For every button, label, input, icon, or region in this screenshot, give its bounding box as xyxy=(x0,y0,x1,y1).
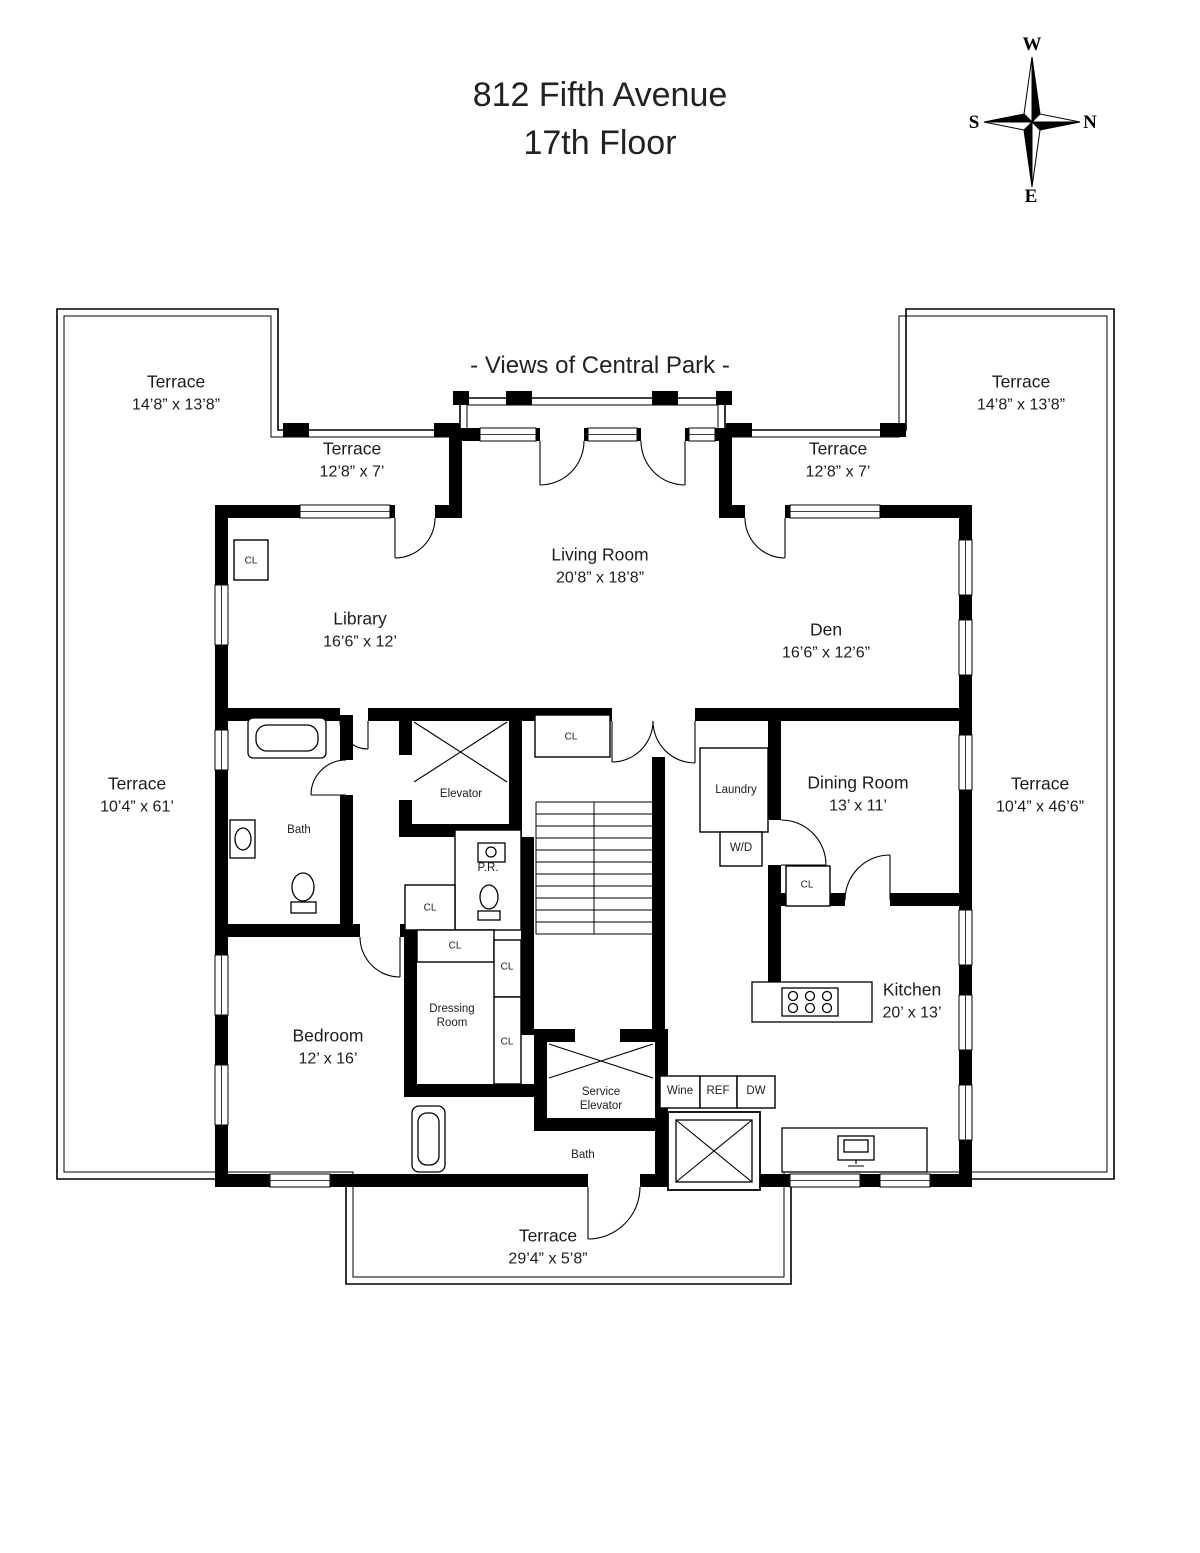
compass-rose-icon: W N S E xyxy=(969,34,1097,207)
service-elevator-shaft xyxy=(548,1043,654,1079)
room-label-bath-1: Bath xyxy=(287,824,311,837)
title-line-1: 812 Fifth Avenue xyxy=(472,76,728,114)
closet-label-powder: CL xyxy=(423,902,437,914)
closet-label-bedroom: CL xyxy=(448,940,462,952)
room-label-laundry: Laundry xyxy=(715,784,757,797)
staircase xyxy=(535,801,652,935)
skylight-box xyxy=(667,1111,761,1191)
room-label-dressing-room: Dressing Room xyxy=(429,1003,475,1029)
compass-east-label: E xyxy=(1025,186,1038,207)
closet-label-library: CL xyxy=(244,555,258,567)
room-label-wine: Wine xyxy=(666,1085,694,1098)
room-label-kitchen: Kitchen 20’ x 13’ xyxy=(882,979,942,1022)
room-label-terrace-center-right: Terrace 12’8” x 7’ xyxy=(805,438,871,481)
compass-south-label: S xyxy=(969,112,980,133)
room-label-terrace-top-right: Terrace 14’8” x 13’8” xyxy=(976,371,1066,414)
room-label-terrace-bottom: Terrace 29’4” x 5’8” xyxy=(508,1225,588,1268)
windows xyxy=(214,427,973,1188)
room-label-service-elevator: Service Elevator xyxy=(577,1086,625,1114)
closet-label-hall: CL xyxy=(564,731,578,743)
room-label-den: Den 16’6” x 12’6” xyxy=(781,619,871,662)
room-label-dishwasher: DW xyxy=(746,1085,766,1098)
door-openings xyxy=(340,428,785,1187)
room-label-living-room: Living Room 20’8” x 18’8” xyxy=(551,544,649,587)
room-label-dining-room: Dining Room 13’ x 11’ xyxy=(807,772,909,815)
compass-west-label: W xyxy=(1023,34,1042,55)
views-banner: - Views of Central Park - xyxy=(470,352,730,379)
closet-label-dressing-1: CL xyxy=(500,961,514,973)
door-swings xyxy=(310,440,891,1240)
room-label-terrace-left: Terrace 10’4” x 61’ xyxy=(100,773,174,816)
room-label-library: Library 16’6” x 12’ xyxy=(323,608,397,651)
closet-label-dining: CL xyxy=(800,879,814,891)
room-label-terrace-right: Terrace 10’4” x 46’6” xyxy=(995,773,1085,816)
kitchen-fixtures xyxy=(751,981,928,1173)
room-label-elevator: Elevator xyxy=(437,788,485,802)
elevator-shaft xyxy=(413,721,508,783)
room-label-refrigerator: REF xyxy=(706,1085,730,1098)
room-label-washer-dryer: W/D xyxy=(729,842,753,855)
room-label-terrace-top-left: Terrace 14’8” x 13’8” xyxy=(131,371,221,414)
bath-fixtures xyxy=(229,717,506,1173)
plan-title: 812 Fifth Avenue 17th Floor xyxy=(473,72,728,167)
room-label-bedroom: Bedroom 12’ x 16’ xyxy=(292,1025,364,1068)
compass-north-label: N xyxy=(1083,112,1097,133)
closet-label-dressing-2: CL xyxy=(500,1036,514,1048)
room-label-bath-2: Bath xyxy=(571,1149,595,1162)
title-line-2: 17th Floor xyxy=(523,123,677,162)
room-label-powder-room: P.R. xyxy=(477,862,499,875)
room-label-terrace-center-left: Terrace 12’8” x 7’ xyxy=(319,438,385,481)
